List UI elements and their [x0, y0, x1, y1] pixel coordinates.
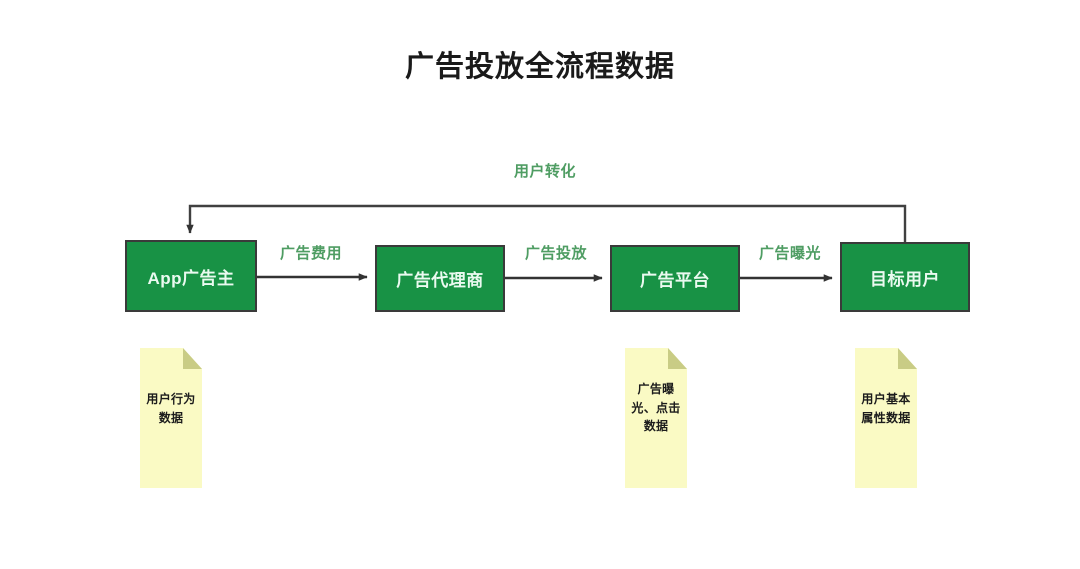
note-card-user-behavior[interactable]: 用户行为 数据	[140, 348, 202, 488]
edge-label-user-conversion: 用户转化	[513, 163, 576, 180]
note-card-ad-exposure-click-text: 广告曝 光、点击 数据	[625, 380, 687, 436]
note-card-user-behavior-text: 用户行为 数据	[140, 390, 202, 427]
note-body	[140, 348, 202, 488]
note-card-ad-exposure-click[interactable]: 广告曝 光、点击 数据	[625, 348, 687, 488]
note-line: 属性数据	[861, 410, 911, 425]
process-box-agency[interactable]: 广告代理商	[375, 245, 505, 312]
note-body	[625, 348, 687, 488]
edge-label-ad-fee: 广告费用	[279, 245, 342, 262]
edge-label-ad-delivery: 广告投放	[524, 245, 587, 262]
note-line: 数据	[643, 419, 669, 434]
process-box-platform-label: 广告平台	[640, 271, 710, 290]
page-fold-icon	[898, 348, 917, 369]
process-box-audience[interactable]: 目标用户	[840, 242, 970, 312]
note-line: 光、点击	[631, 400, 681, 415]
edge-audience-to-advertiser	[186, 204, 907, 242]
note-body	[855, 348, 917, 488]
process-box-advertiser[interactable]: App广告主	[125, 240, 257, 312]
process-box-advertiser-label: App广告主	[147, 268, 235, 288]
note-line: 用户基本	[861, 392, 911, 406]
note-line: 广告曝	[637, 382, 675, 396]
process-box-agency-label: 广告代理商	[396, 271, 484, 290]
page-fold-icon	[183, 348, 202, 369]
process-box-audience-label: 目标用户	[870, 269, 940, 289]
page-fold-icon	[668, 348, 687, 369]
process-box-platform[interactable]: 广告平台	[610, 245, 740, 312]
note-card-user-profile-text: 用户基本 属性数据	[855, 390, 917, 427]
note-line: 用户行为	[146, 392, 196, 406]
page-title: 广告投放全流程数据	[404, 51, 675, 83]
edge-label-ad-impression: 广告曝光	[758, 245, 821, 262]
note-card-user-profile[interactable]: 用户基本 属性数据	[855, 348, 917, 488]
note-line: 数据	[158, 410, 184, 425]
